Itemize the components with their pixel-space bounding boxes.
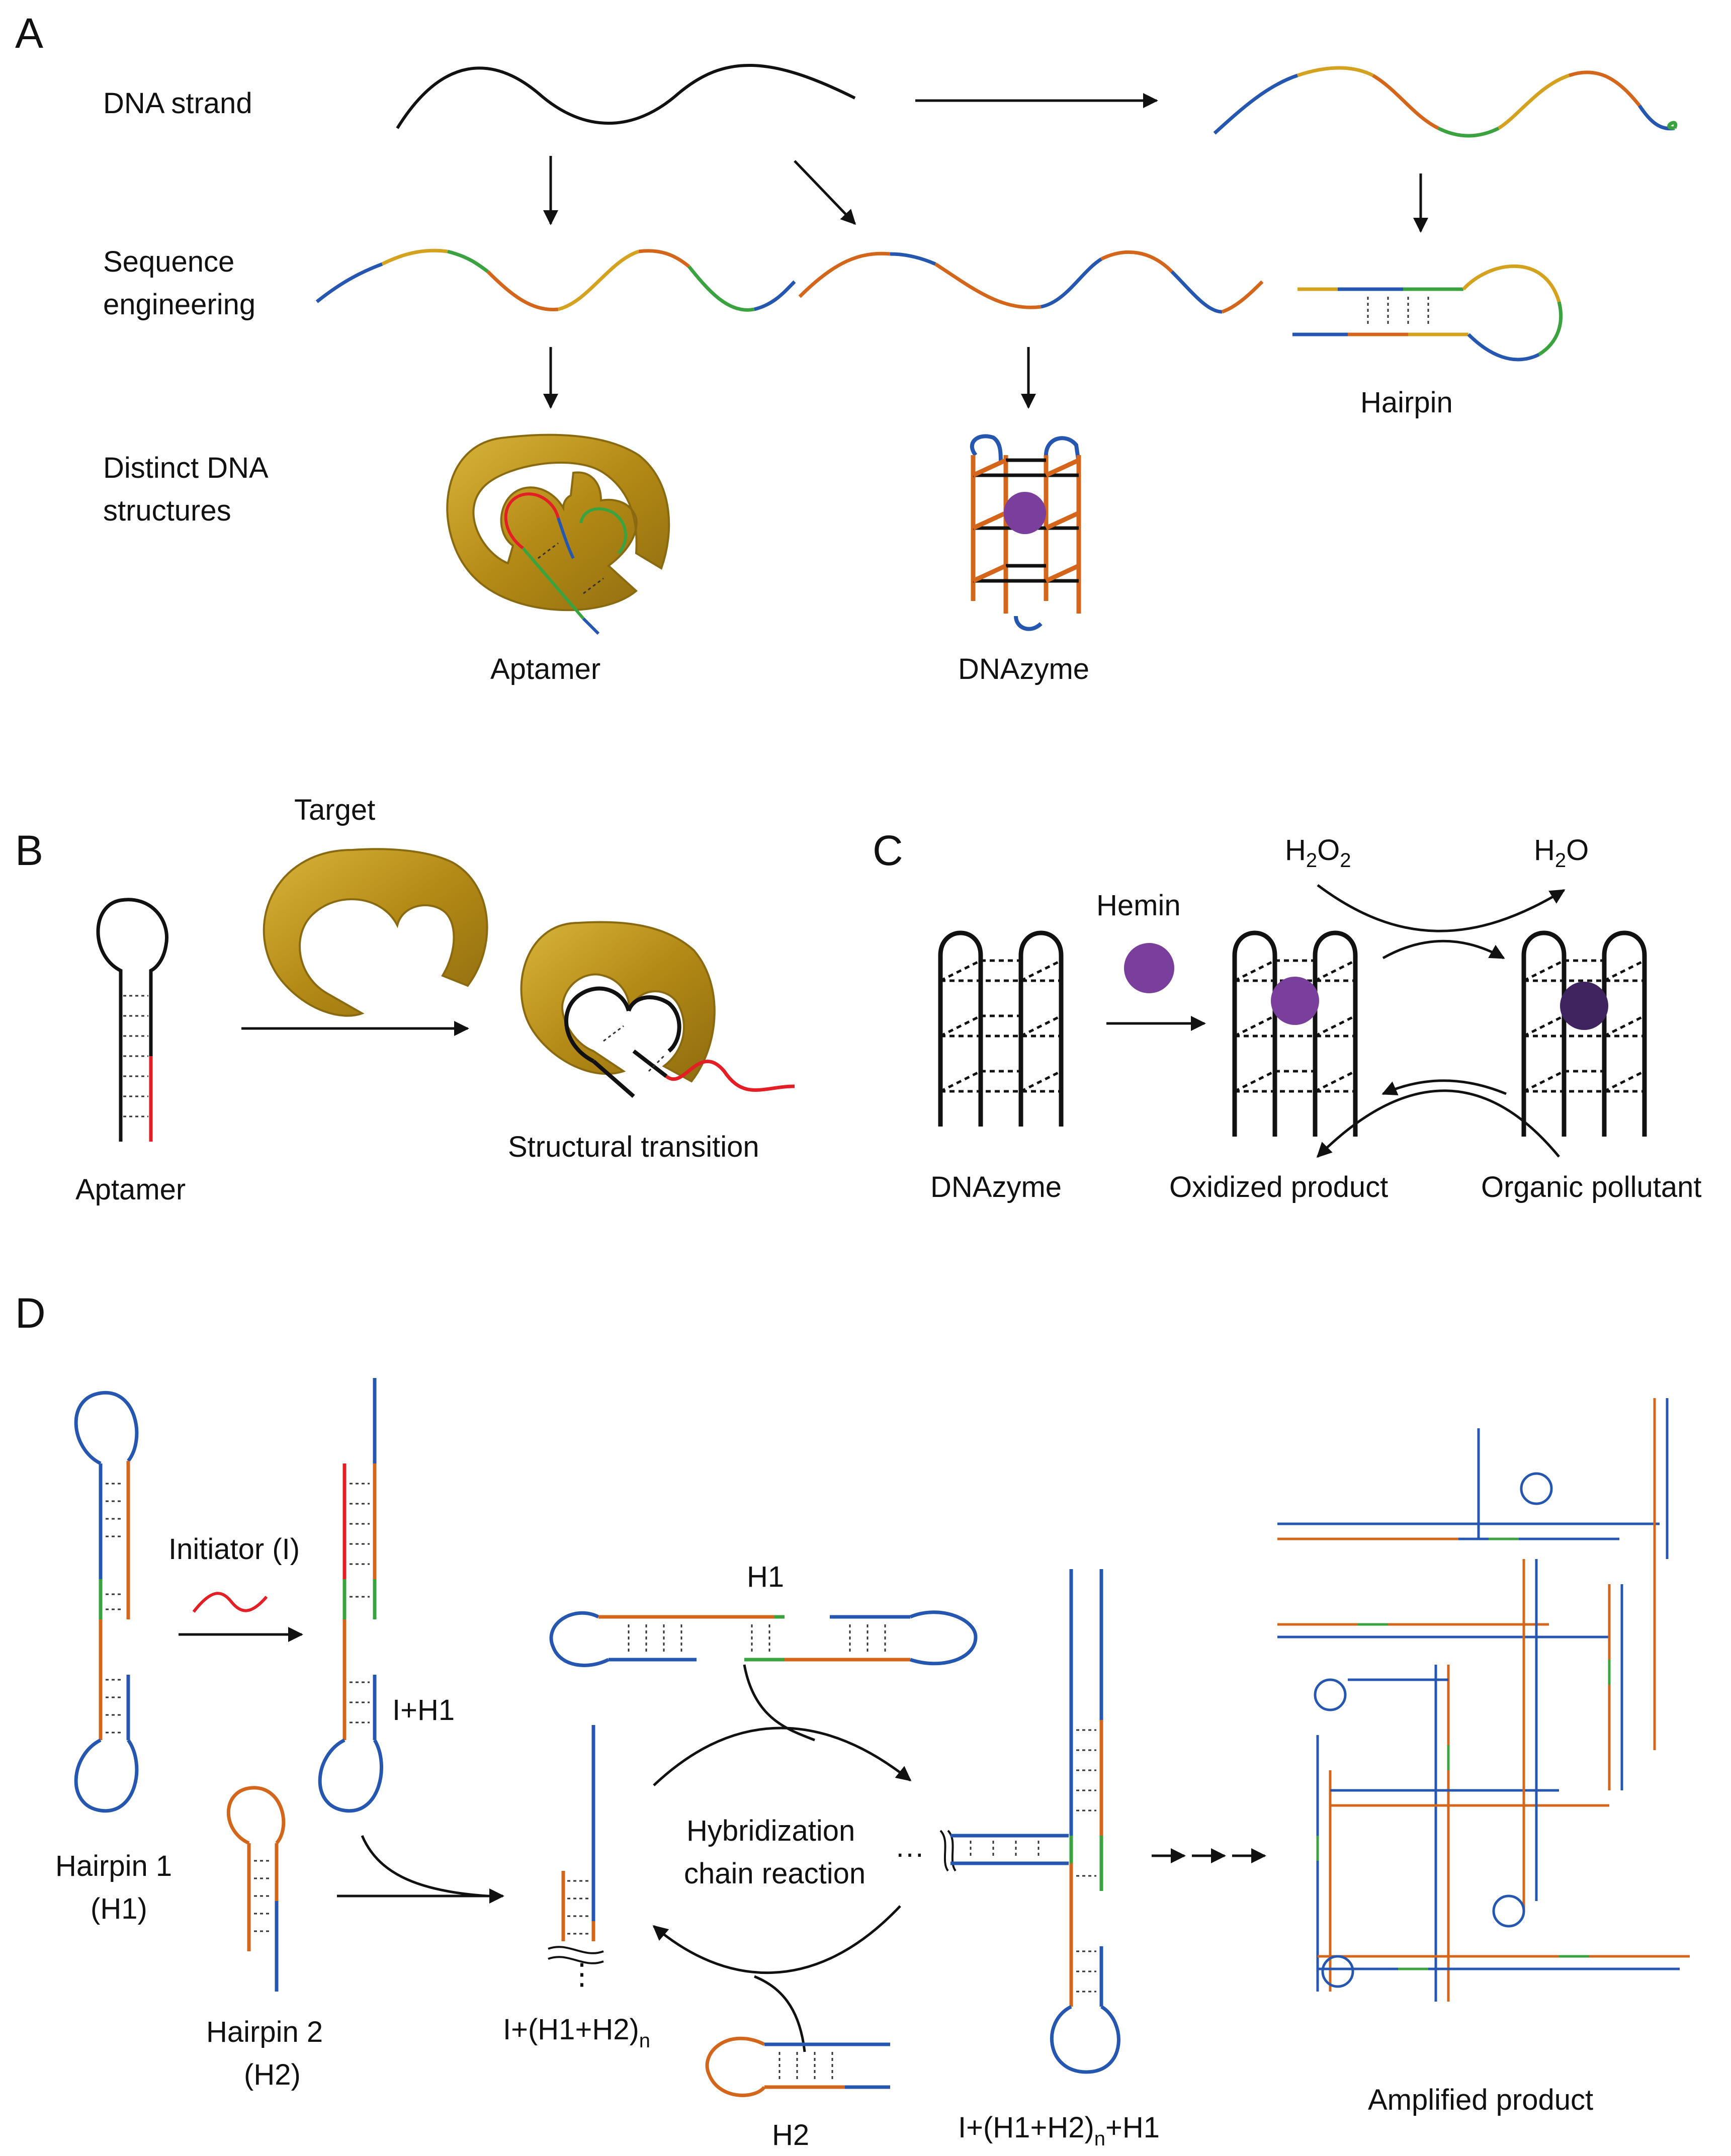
- panel-d-letter: D: [15, 1289, 46, 1337]
- label-i-h1h2-n-h1: I+(H1+H2)n+H1: [958, 2111, 1160, 2150]
- label-hairpin-1-line1: Hairpin 1: [55, 1850, 172, 1882]
- label-initiator: Initiator (I): [168, 1533, 300, 1566]
- label-sequence-engineering-2: engineering: [103, 288, 255, 321]
- target-molecule: [263, 848, 488, 1017]
- h1-hairpins-horizontal: [549, 1610, 978, 1667]
- label-i-h1: I+H1: [392, 1694, 455, 1727]
- dna-strand-wave: [396, 64, 856, 129]
- label-distinct-structures-2: structures: [103, 494, 231, 527]
- label-target: Target: [294, 794, 375, 826]
- hemin-molecule: [1124, 943, 1174, 993]
- aptamer-target-complex: [446, 434, 670, 635]
- dnazyme-sequence-strand: [798, 250, 1264, 314]
- amplified-product-network: [1277, 1398, 1690, 2002]
- label-oxidized-product: Oxidized product: [1169, 1171, 1388, 1203]
- label-h2o: H2O: [1534, 834, 1589, 872]
- arrow-to-dnazyme-sequence: [794, 160, 856, 225]
- label-aptamer-b: Aptamer: [75, 1173, 186, 1206]
- hairpin-structure: [1292, 264, 1563, 362]
- label-hcr-line2: chain reaction: [684, 1857, 866, 1890]
- label-hcr-line1: Hybridization: [686, 1815, 855, 1847]
- arrow-i-h1-to-hcr: [361, 1835, 488, 1898]
- initiator-h1-complex: [318, 1378, 383, 1813]
- label-h2o2: H2O2: [1285, 834, 1351, 872]
- arrow-h2o2-to-h2o: [1317, 884, 1566, 932]
- panel-b-letter: B: [15, 827, 43, 874]
- label-hairpin: Hairpin: [1360, 386, 1453, 419]
- arrow-pollutant-to-product: [1316, 1089, 1560, 1158]
- dnazyme-quadruplex-1: [938, 930, 1064, 1127]
- label-dnazyme-c: DNAzyme: [930, 1171, 1062, 1203]
- label-hemin: Hemin: [1096, 889, 1181, 922]
- aptamer-target-complex-b: [520, 921, 795, 1098]
- label-dnazyme-a: DNAzyme: [958, 653, 1089, 685]
- panel-c-letter: C: [873, 827, 903, 874]
- hairpin-2: [226, 1786, 286, 1992]
- label-dna-strand: DNA strand: [103, 87, 252, 120]
- arrow-hcr-top: [653, 1727, 912, 1786]
- label-amplified-product: Amplified product: [1368, 2084, 1593, 2116]
- panel-a-letter: A: [15, 10, 43, 57]
- arrow-hcr-bottom: [652, 1905, 901, 1974]
- arrow-cycle-backward: [1381, 1079, 1507, 1095]
- label-distinct-structures-1: Distinct DNA: [103, 452, 269, 484]
- dnazyme-quadruplex-3: [1521, 930, 1647, 1137]
- intermediate-ellipsis: ⋮: [567, 1958, 596, 1991]
- label-aptamer-a: Aptamer: [490, 653, 600, 685]
- label-hairpin-1-line2: (H1): [91, 1892, 147, 1925]
- engineered-strand-top: [1213, 66, 1678, 138]
- arrow-h1-feed: [743, 1664, 815, 1742]
- g-quadruplex-dnazyme: [970, 434, 1081, 631]
- hairpin-1: [74, 1391, 139, 1813]
- h2-hairpin-horizontal: [705, 2036, 890, 2097]
- arrow-cycle-forward: [1382, 939, 1505, 960]
- ellipsis-left: ···: [895, 1837, 924, 1870]
- hcr-intermediate: [548, 1725, 604, 1964]
- aptamer-hairpin-b: [96, 898, 168, 1142]
- label-hairpin-2-line2: (H2): [244, 2058, 301, 2091]
- label-hairpin-2-line1: Hairpin 2: [206, 2016, 323, 2048]
- dnazyme-quadruplex-2: [1232, 930, 1358, 1137]
- initiator-strand: [192, 1592, 268, 1613]
- label-h1: H1: [747, 1561, 784, 1593]
- label-organic-pollutant: Organic pollutant: [1481, 1171, 1701, 1203]
- label-i-h1h2-n: I+(H1+H2)n: [503, 2013, 650, 2052]
- label-h2: H2: [772, 2119, 809, 2151]
- hcr-product-complex: [939, 1569, 1120, 2074]
- label-structural-transition: Structural transition: [508, 1131, 759, 1163]
- aptamer-sequence-strand: [315, 248, 796, 312]
- arrow-h2-feed: [754, 1975, 806, 2052]
- label-sequence-engineering-1: Sequence: [103, 245, 234, 278]
